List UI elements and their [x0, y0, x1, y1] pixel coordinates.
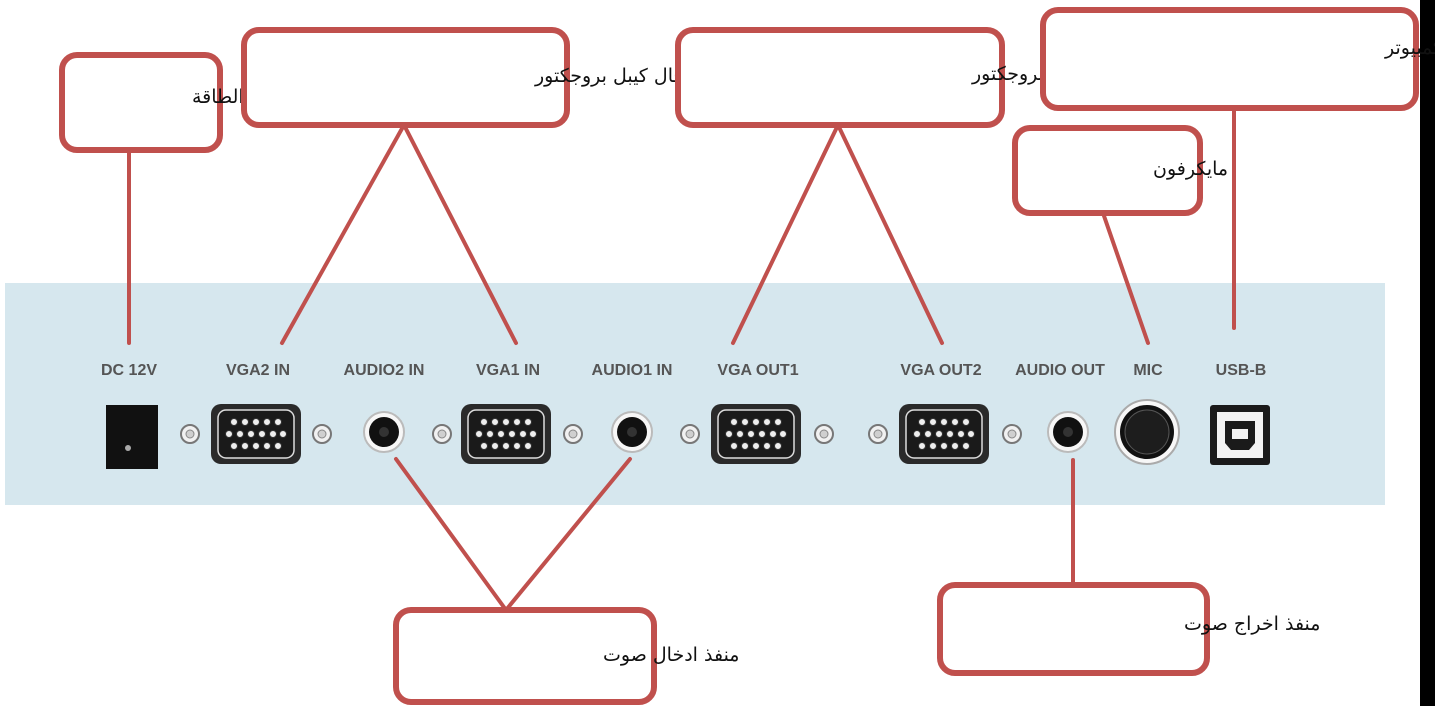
screw-icon — [814, 424, 834, 444]
screw-icon — [432, 424, 452, 444]
audio-jack-icon — [611, 411, 653, 453]
screw-icon — [312, 424, 332, 444]
right-edge-bar — [1420, 0, 1435, 706]
dc-power-jack-icon — [106, 405, 158, 469]
screw-icon — [180, 424, 200, 444]
vga-connector-icon — [210, 403, 302, 465]
audio-jack-icon — [1047, 411, 1089, 453]
leader-lines — [127, 106, 1236, 612]
port-label-mic: MIC — [1133, 362, 1163, 379]
vga-connector-icon — [460, 403, 552, 465]
microphone-jack-icon — [1114, 399, 1180, 465]
usb-b-port-icon — [1210, 405, 1270, 465]
device-back-panel — [5, 283, 1385, 505]
leader-line-projector-out-left — [731, 123, 840, 345]
port-label-dc: DC 12V — [101, 362, 157, 379]
leader-line-audio-in-left — [394, 457, 508, 612]
vga-connector-icon — [898, 403, 990, 465]
callout-microphone: مايكرفون — [1012, 125, 1228, 216]
screw-icon — [868, 424, 888, 444]
callout-audio-output: منفذ اخراج صوت — [937, 582, 1320, 676]
screw-icon — [563, 424, 583, 444]
port-label-audio-out: AUDIO OUT — [1015, 362, 1105, 379]
callout-microphone-label: مايكرفون — [1153, 158, 1228, 180]
port-label-vga2-in: VGA2 IN — [226, 362, 290, 379]
leader-line-microphone — [1101, 211, 1150, 345]
screw-icon — [1002, 424, 1022, 444]
leader-line-projector-in-right — [402, 123, 518, 345]
callout-audio-output-label: منفذ اخراج صوت — [1184, 613, 1320, 635]
screw-icon — [680, 424, 700, 444]
audio-jack-icon — [363, 411, 405, 453]
callout-camera-computer-extension-label: التمديد بين الكاميرا والكمبيوتر — [1384, 37, 1435, 59]
leader-line-audio-in-right — [504, 457, 632, 612]
callout-camera-computer-extension: التمديد بين الكاميرا والكمبيوتر — [1040, 7, 1435, 111]
leader-line-projector-in-left — [280, 123, 406, 345]
callout-projector-input: منفذ ادخال كيبل بروجكتور — [241, 27, 741, 128]
port-label-vga-out2: VGA OUT2 — [900, 362, 981, 379]
vga-connector-icon — [710, 403, 802, 465]
port-label-vga1-in: VGA1 IN — [476, 362, 540, 379]
callout-audio-input-label: منفذ ادخال صوت — [603, 644, 740, 666]
port-label-audio1-in: AUDIO1 IN — [592, 362, 673, 379]
leader-line-projector-out-right — [836, 123, 944, 345]
callout-audio-input: منفذ ادخال صوت — [393, 607, 740, 705]
port-label-usb-b: USB-B — [1216, 362, 1267, 379]
port-label-vga-out1: VGA OUT1 — [717, 362, 798, 379]
port-label-audio2-in: AUDIO2 IN — [344, 362, 425, 379]
